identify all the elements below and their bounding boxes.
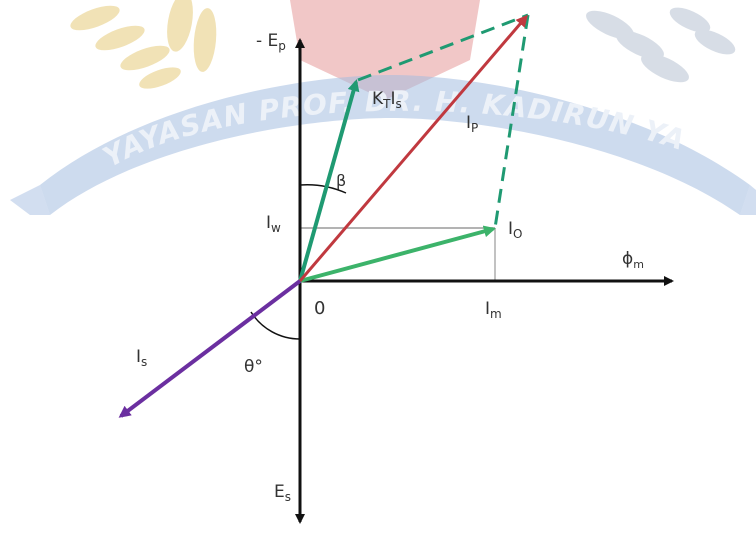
dashed-top-edge xyxy=(357,13,529,82)
im-label: Im xyxy=(485,299,502,321)
io-vector xyxy=(299,225,496,283)
theta-angle-arc xyxy=(250,311,301,340)
right-cotton-leaves xyxy=(586,7,736,83)
phasor-vectors xyxy=(118,14,528,418)
axes xyxy=(295,38,674,524)
phim-label: ϕm xyxy=(622,249,644,271)
dashed-parallelogram xyxy=(357,13,530,229)
ktis-label: KTIs xyxy=(372,89,402,111)
ip-label: IP xyxy=(466,113,478,135)
beta-label: β xyxy=(336,171,346,190)
ktis-vector xyxy=(298,79,360,282)
es-label: Es xyxy=(274,482,291,504)
dashed-right-edge xyxy=(493,14,530,229)
ip-vector xyxy=(298,14,528,282)
labels: - Ep KTIs IP β Iw IO ϕm 0 Im Is θ° Es xyxy=(136,31,644,504)
iw-label: Iw xyxy=(266,213,281,235)
left-rice-leaves xyxy=(70,0,217,89)
is-label: Is xyxy=(136,347,147,369)
beta-angle-arc xyxy=(299,183,347,194)
watermark-shield xyxy=(290,0,480,100)
io-label: IO xyxy=(508,219,522,241)
is-vector xyxy=(118,279,302,418)
theta-label: θ° xyxy=(244,357,263,377)
origin-label: 0 xyxy=(314,298,325,319)
watermark-banner xyxy=(40,75,750,215)
neg-ep-label: - Ep xyxy=(256,31,286,53)
